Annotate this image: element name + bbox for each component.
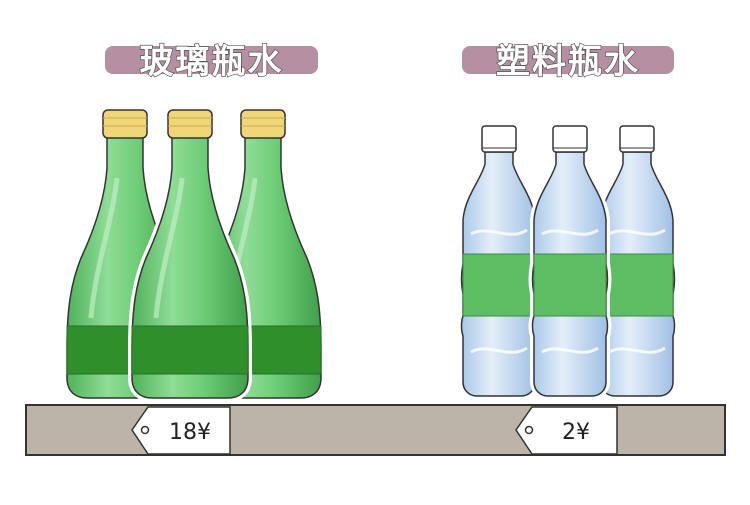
plastic-price-tag: 2¥ xyxy=(515,406,618,455)
price-tag-icon xyxy=(131,406,231,455)
shelf xyxy=(25,404,726,456)
plastic-category-label: 塑料瓶水 xyxy=(462,41,674,83)
glass-price: 18¥ xyxy=(169,420,211,445)
plastic-bottle-icon xyxy=(462,126,537,396)
plastic-category-title: 塑料瓶水 xyxy=(495,41,640,82)
price-tag-icon xyxy=(515,406,618,455)
glass-price-tag: 18¥ xyxy=(131,406,231,455)
plastic-bottle-icon xyxy=(533,126,608,396)
plastic-bottle-icon xyxy=(600,126,675,396)
glass-bottle-icon xyxy=(132,110,248,398)
glass-category-label: 玻璃瓶水 xyxy=(105,41,318,83)
plastic-price: 2¥ xyxy=(562,420,590,445)
glass-category-title: 玻璃瓶水 xyxy=(139,41,284,82)
